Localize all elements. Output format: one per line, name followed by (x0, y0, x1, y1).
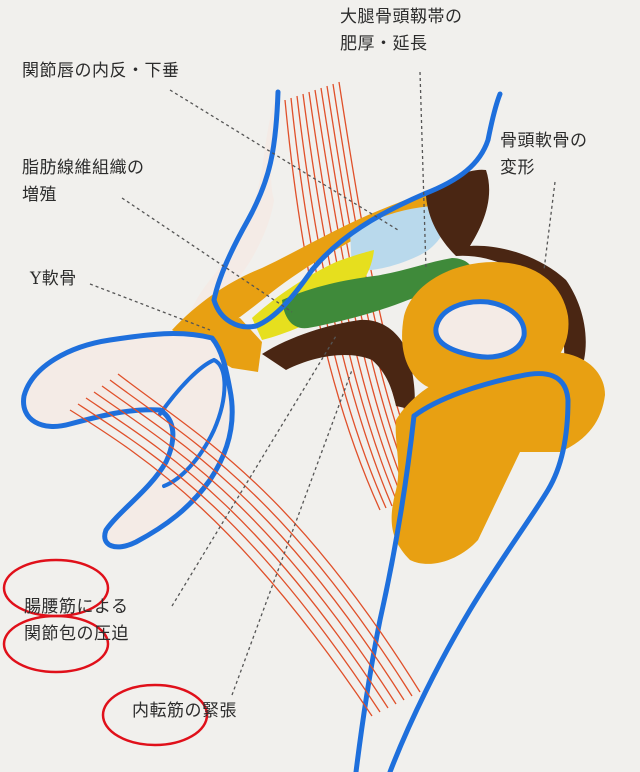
label-fibrofatty-line1: 脂肪線維組織の (22, 158, 145, 178)
label-femoral-head-ligament-line1: 大腿骨頭靱帯の (340, 7, 463, 27)
highlight-circles (2, 558, 209, 747)
label-iliopsoas-line1: 腸腰筋による (24, 597, 129, 617)
obturator-outline (158, 357, 227, 488)
femur-medial-outline (353, 413, 417, 772)
label-iliopsoas-line2: 関節包の圧迫 (24, 624, 129, 644)
y-cartilage-block (180, 318, 262, 372)
ilium-outline (211, 89, 503, 330)
adductor-muscle-fibers (69, 373, 421, 717)
label-y-cartilage: Y軟骨 (30, 269, 77, 289)
acetabular-cartilage (172, 180, 474, 346)
joint-capsule-lower (262, 319, 415, 410)
ossification-nucleus (433, 299, 527, 360)
label-fibrofatty-line2: 増殖 (22, 185, 57, 205)
soft-tissue-light-blue (350, 205, 449, 271)
label-adductor: 内転筋の緊張 (132, 701, 237, 721)
highlight-circle-capsule (2, 614, 110, 674)
label-femoral-head-ligament-line2: 肥厚・延長 (340, 34, 428, 54)
femoral-neck-cartilage (391, 352, 605, 564)
label-head-cartilage-line1: 骨頭軟骨の (500, 131, 588, 151)
ligamentum-teres (282, 258, 476, 329)
leader-lines (89, 71, 556, 696)
label-head-cartilage-line2: 変形 (500, 158, 535, 178)
highlight-circle-adductor (101, 683, 209, 747)
femur-shaft-outline (387, 371, 571, 772)
label-labrum: 関節唇の内反・下垂 (22, 61, 180, 81)
